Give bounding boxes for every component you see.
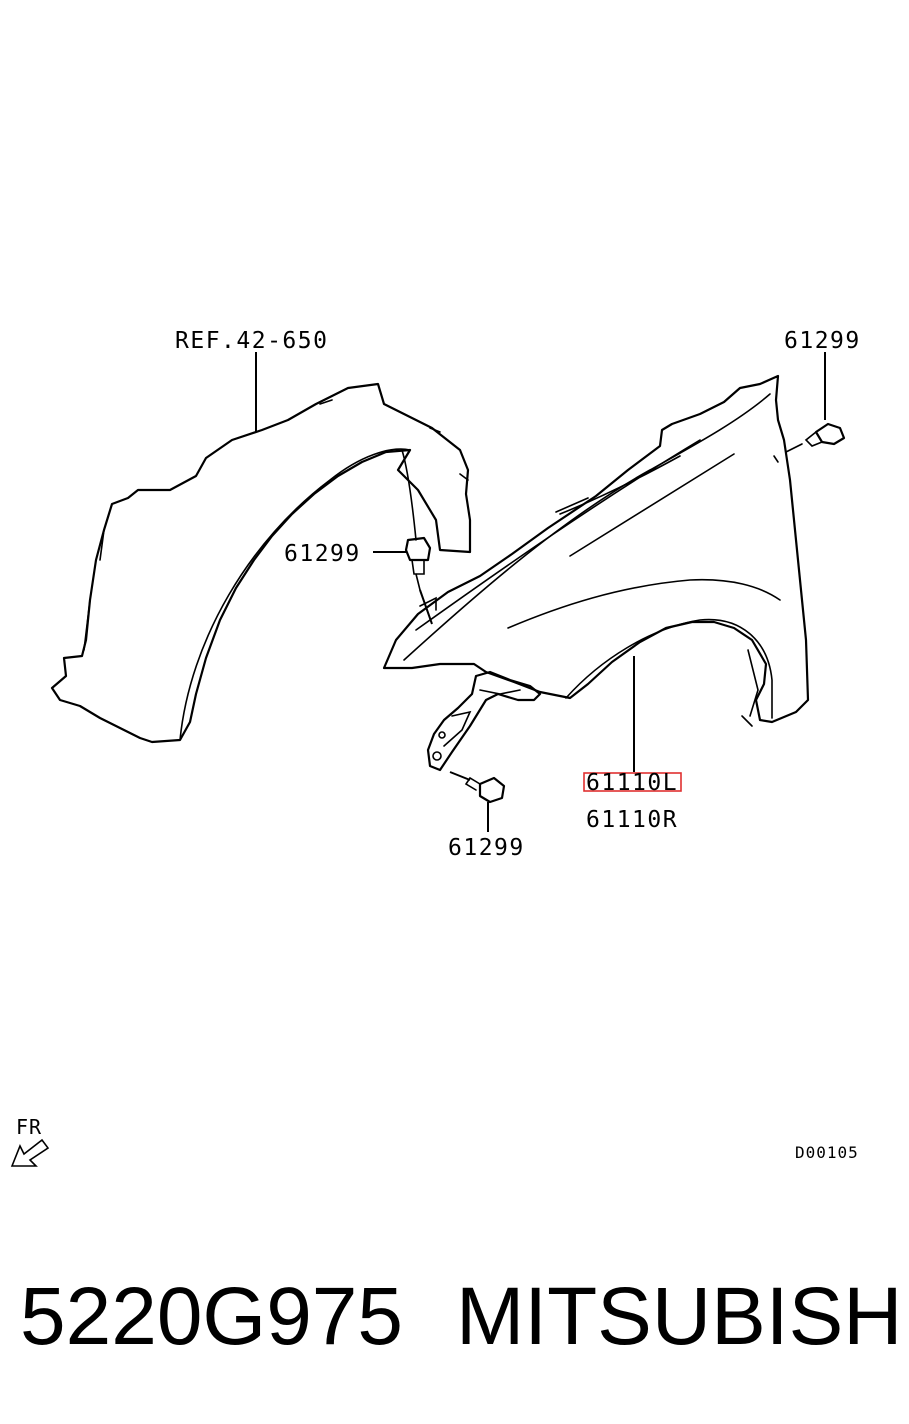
direction-arrow-icon [10, 1138, 50, 1167]
brand-name: MITSUBISHI [456, 1271, 909, 1362]
bolt-bottom [464, 776, 506, 804]
bolt-top-right [785, 422, 846, 453]
diagram-code: D00105 [795, 1143, 859, 1162]
fender-right-label: 61110R [586, 807, 678, 833]
ref-label: REF.42-650 [175, 328, 328, 354]
footer: 5220G975 MITSUBISHI [0, 1262, 909, 1372]
direction-label: FR [16, 1115, 42, 1139]
bolt-middle-label: 61299 [284, 541, 361, 567]
fender-left-label: 61110L [586, 770, 678, 796]
fender-bracket [426, 670, 542, 772]
leader-lines [255, 352, 826, 832]
bolt-top-right-label: 61299 [784, 328, 861, 354]
part-number: 5220G975 [20, 1271, 404, 1362]
bolt-middle [404, 536, 432, 591]
bolt-bottom-label: 61299 [448, 835, 525, 861]
fender-left-highlight [583, 772, 682, 792]
fender-liner [50, 382, 472, 744]
